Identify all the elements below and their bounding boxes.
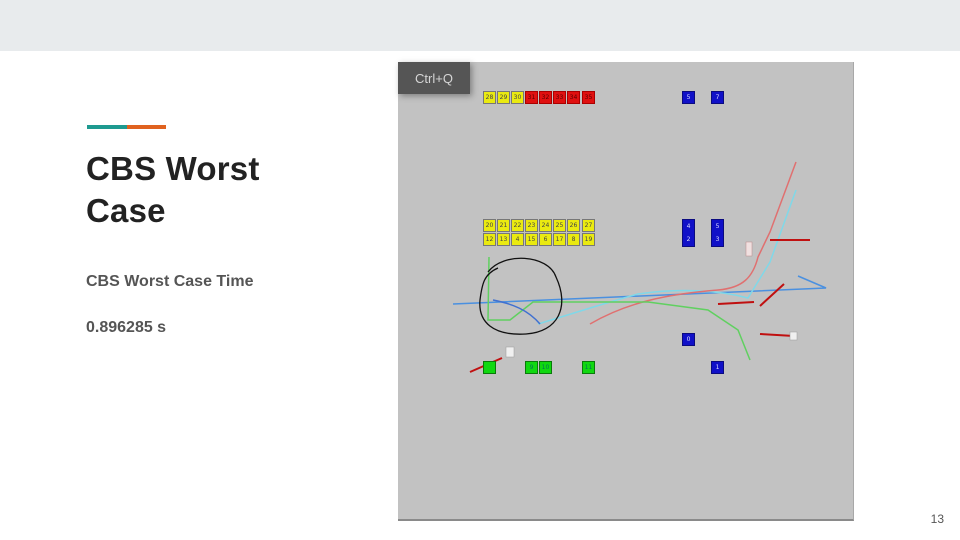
- keyboard-shortcut-hint: Ctrl+Q: [398, 62, 470, 94]
- cell-yellow: 12: [483, 233, 496, 246]
- cell-red: 31: [525, 91, 538, 104]
- cell-yellow: 25: [553, 219, 566, 232]
- accent-bar-orange: [127, 125, 166, 129]
- arrow-red-3: [759, 283, 785, 307]
- cell-red: 34: [567, 91, 580, 104]
- cell-blue: 1: [711, 361, 724, 374]
- path-pink: [589, 161, 797, 325]
- cell-yellow: 4: [511, 233, 524, 246]
- simulation-screenshot: Ctrl+Q 28 29 30 31 32 33 34 35 5 7 20 21…: [398, 62, 854, 521]
- path-cyan: [537, 189, 797, 325]
- cell-yellow: 6: [539, 233, 552, 246]
- cell-yellow: 22: [511, 219, 524, 232]
- arrow-red-4: [759, 333, 795, 337]
- cell-red: 35: [582, 91, 595, 104]
- path-blue: [452, 275, 827, 305]
- cell-yellow: 19: [582, 233, 595, 246]
- accent-bar-teal: [87, 125, 127, 129]
- cell-blue: 7: [711, 91, 724, 104]
- agent-paths: [452, 161, 827, 373]
- cell-yellow: 26: [567, 219, 580, 232]
- cell-red: 32: [539, 91, 552, 104]
- page-number: 13: [930, 512, 944, 526]
- cell-red: 33: [553, 91, 566, 104]
- cell-green: 10: [539, 361, 552, 374]
- cell-yellow: 8: [567, 233, 580, 246]
- cell-yellow: 27: [582, 219, 595, 232]
- path-green: [487, 256, 751, 361]
- cell-blue: 5: [682, 91, 695, 104]
- header-band: [0, 0, 960, 51]
- cell-yellow: 28: [483, 91, 496, 104]
- cell-yellow: 23: [525, 219, 538, 232]
- cell-yellow: 15: [525, 233, 538, 246]
- cell-yellow: 20: [483, 219, 496, 232]
- cell-yellow: 30: [511, 91, 524, 104]
- cell-yellow: 29: [497, 91, 510, 104]
- cell-green: 11: [582, 361, 595, 374]
- cell-green: 9: [525, 361, 538, 374]
- cell-yellow: 13: [497, 233, 510, 246]
- arrow-red-2: [717, 301, 755, 305]
- slide-title: CBS Worst Case: [86, 150, 260, 229]
- cell-yellow: 21: [497, 219, 510, 232]
- slide-subtitle: CBS Worst Case Time: [86, 273, 254, 290]
- cell-green: [483, 361, 496, 374]
- path-blue-short: [492, 299, 541, 325]
- worst-case-time-value: 0.896285 s: [86, 319, 167, 336]
- cell-yellow: 17: [553, 233, 566, 246]
- circle-annotation: [479, 257, 563, 335]
- cell-yellow: 24: [539, 219, 552, 232]
- cell-blue: 0: [682, 333, 695, 346]
